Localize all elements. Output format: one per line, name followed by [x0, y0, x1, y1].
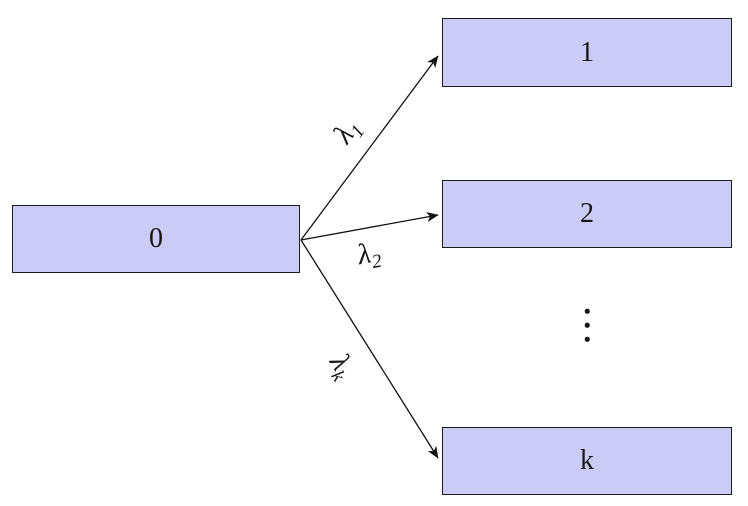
node-state-0-label: 0: [149, 223, 163, 254]
arrow-0-to-1: [300, 55, 439, 241]
node-state-1: 1: [442, 18, 732, 87]
vertical-ellipsis-icon: [584, 308, 590, 342]
arrow-0-to-k: [300, 239, 439, 459]
ellipsis-dot: [584, 308, 590, 314]
node-state-1-label: 1: [580, 36, 594, 68]
arrow-0-to-2: [300, 212, 439, 241]
ellipsis-dot: [584, 322, 590, 328]
node-state-0: 0: [12, 205, 300, 273]
ellipsis-dot: [584, 336, 590, 342]
node-state-k-label: k: [580, 445, 594, 476]
node-state-2: 2: [442, 180, 732, 248]
node-state-k: k: [442, 427, 732, 495]
node-state-2-label: 2: [580, 198, 594, 229]
